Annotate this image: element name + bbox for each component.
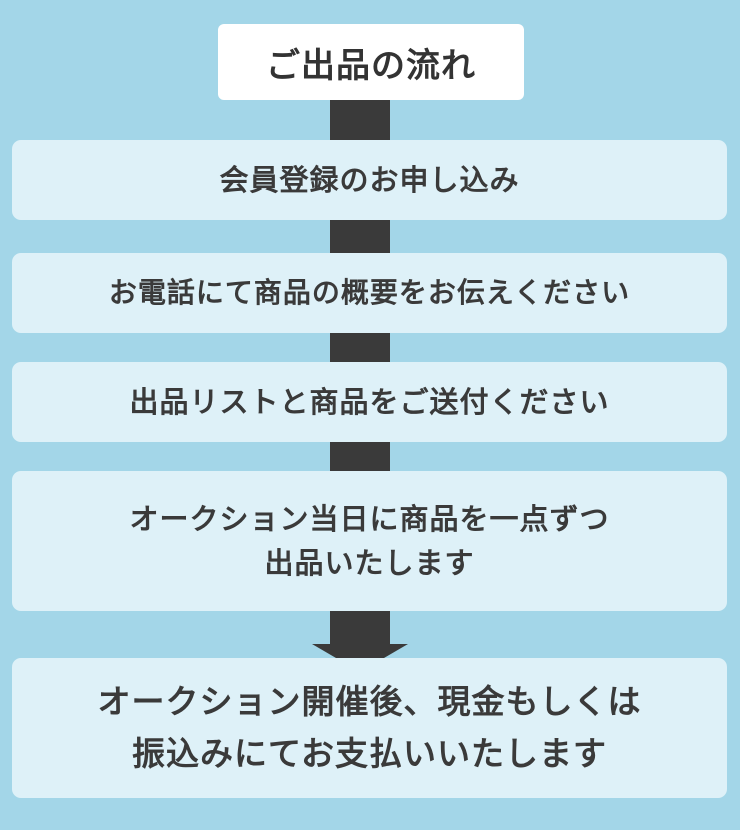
step-1-text: 会員登録のお申し込み <box>219 158 519 202</box>
connector-step2-step3 <box>330 333 390 362</box>
step-4-line-1: オークション当日に商品を一点ずつ <box>129 502 610 536</box>
connector-title-step1 <box>330 100 390 140</box>
step-5-line-1: オークション開催後、現金もしくは <box>97 682 642 721</box>
title-box: ご出品の流れ <box>218 24 524 100</box>
step-2-text: お電話にて商品の概要をお伝えください <box>109 271 630 315</box>
step-5-line-2: 振込みにてお支払いいたします <box>131 734 607 773</box>
step-1-line-1: 会員登録のお申し込み <box>219 163 520 197</box>
page-title: ご出品の流れ <box>266 45 476 86</box>
step-4-text: オークション当日に商品を一点ずつ 出品いたします <box>129 497 609 585</box>
step-5-text: オークション開催後、現金もしくは 振込みにてお支払いいたします <box>98 676 642 780</box>
step-3-text: 出品リストと商品をご送付ください <box>129 380 609 424</box>
step-3-line-1: 出品リストと商品をご送付ください <box>129 385 610 419</box>
step-3-box: 出品リストと商品をご送付ください <box>12 362 727 442</box>
connector-step4-step5 <box>330 611 390 645</box>
step-1-box: 会員登録のお申し込み <box>12 140 727 220</box>
connector-step3-step4 <box>330 442 390 471</box>
step-4-box: オークション当日に商品を一点ずつ 出品いたします <box>12 471 727 611</box>
step-5-box: オークション開催後、現金もしくは 振込みにてお支払いいたします <box>12 658 727 798</box>
connector-step1-step2 <box>330 220 390 253</box>
step-4-line-2: 出品いたします <box>264 546 475 580</box>
step-2-line-1: お電話にて商品の概要をお伝えください <box>108 276 631 309</box>
step-2-box: お電話にて商品の概要をお伝えください <box>12 253 727 333</box>
